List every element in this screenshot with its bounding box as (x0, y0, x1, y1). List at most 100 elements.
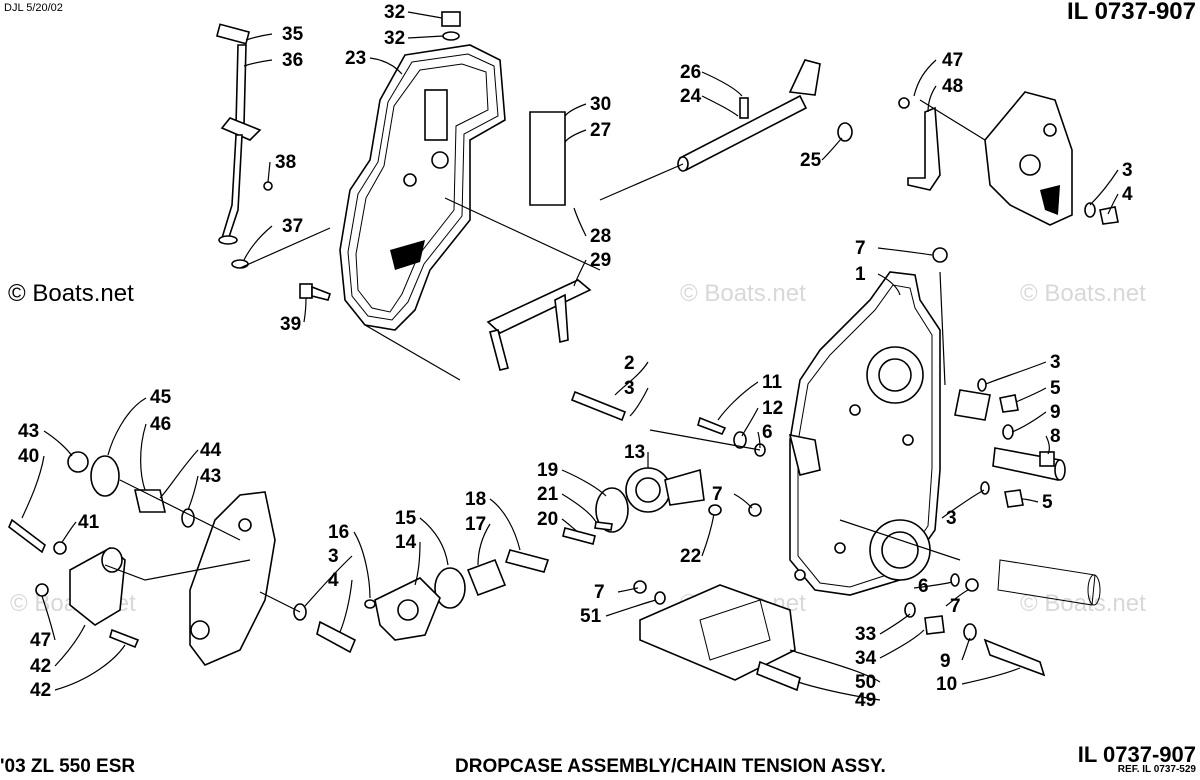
roller-45 (90, 455, 120, 497)
callout-33: 34 (855, 648, 877, 669)
tensioner-body-15 (374, 577, 441, 641)
bushing-46 (133, 489, 167, 513)
callout-35: 36 (282, 50, 303, 71)
tension-arm (954, 389, 991, 421)
callout-48: 48 (942, 76, 963, 97)
callout-42: 42 (30, 680, 51, 701)
callout-25: 25 (800, 150, 822, 171)
washer (1002, 424, 1014, 440)
callout-36: 37 (282, 216, 303, 237)
bolt-49 (756, 660, 801, 692)
dropcase-housing (788, 271, 941, 596)
diagram-title: DROPCASE ASSEMBLY/CHAIN TENSION ASSY. (455, 756, 886, 777)
callout-44: 44 (200, 440, 222, 461)
callout-34: 35 (282, 24, 304, 45)
footer-illustration-code: IL 0737-907 (1077, 742, 1196, 767)
callout-leaders (21, 11, 1119, 701)
callout-3: 3 (1122, 160, 1133, 181)
callout-27: 27 (590, 120, 611, 141)
callout-4: 4 (328, 570, 339, 591)
callout-45: 45 (150, 387, 172, 408)
reference-code: REF. IL 0737-529 (1117, 764, 1196, 775)
bolt-39 (8, 518, 46, 554)
tension-shaft (677, 59, 821, 172)
callout-15: 15 (395, 508, 417, 529)
callout-16: 16 (328, 522, 349, 543)
output-shaft (997, 559, 1101, 606)
callout-20: 20 (537, 509, 558, 530)
callout-32: 33 (855, 624, 876, 645)
callout-14: 14 (395, 532, 417, 553)
callout-7: 7 (855, 238, 866, 259)
callout-3: 3 (946, 508, 957, 529)
chain-tension-shoe (486, 279, 592, 371)
illustration-code: IL 0737-907 (1067, 0, 1196, 25)
nut-47 (35, 583, 49, 597)
callout-41: 42 (30, 656, 51, 677)
callout-3: 3 (1050, 352, 1061, 373)
spring-18 (504, 549, 550, 573)
callout-17: 17 (465, 514, 486, 535)
tension-plate (529, 111, 566, 206)
bolt-8 (1039, 451, 1055, 467)
pin-21 (594, 521, 613, 531)
watermark-faint: © Boats.net (1020, 280, 1146, 307)
bolt-5-lower (1004, 489, 1024, 508)
callout-43: 43 (18, 421, 39, 442)
cover-bolt (299, 283, 331, 301)
callout-9: 9 (1050, 402, 1061, 423)
piston-17 (466, 558, 507, 597)
callout-8: 8 (1050, 426, 1061, 447)
callout-7: 7 (594, 582, 605, 603)
callout-23: 23 (345, 48, 366, 69)
bearing-cover (984, 91, 1073, 226)
callout-21: 21 (537, 484, 559, 505)
dipstick (215, 23, 262, 245)
callout-10: 10 (936, 674, 957, 695)
washer (977, 378, 987, 392)
bolt-5 (999, 394, 1019, 413)
callout-30: 30 (590, 94, 611, 115)
callout-43: 43 (200, 466, 221, 487)
callout-47: 47 (30, 630, 51, 651)
washer (950, 573, 960, 587)
input-shaft (992, 447, 1066, 481)
dropcase-cover (339, 44, 506, 331)
gasket-19 (595, 487, 629, 533)
callout-47: 47 (942, 50, 963, 71)
callout-19: 19 (537, 460, 558, 481)
model-name: '03 ZL 550 ESR (0, 756, 136, 777)
stud-2 (570, 390, 627, 422)
callout-2: 2 (624, 353, 635, 374)
callout-18: 18 (465, 489, 486, 510)
callout-49: 49 (855, 690, 876, 711)
callout-29: 29 (590, 250, 611, 271)
callout-37: 38 (275, 152, 296, 173)
callout-labels: 35 36 38 37 32 32 23 39 26 24 30 27 25 2… (18, 2, 1133, 711)
callout-26: 26 (680, 62, 701, 83)
spring-20 (562, 527, 596, 545)
bolt-4 (316, 620, 357, 654)
callout-5: 5 (1050, 378, 1061, 399)
watermark-faint: © Boats.net (680, 280, 806, 307)
bolt-11 (697, 416, 727, 436)
date-stamp: DJL 5/20/02 (4, 2, 63, 14)
washer-51 (654, 591, 666, 605)
screw-16 (364, 599, 376, 609)
callout-39: 40 (18, 446, 39, 467)
o-ring (837, 122, 853, 142)
callout-31: 32 (384, 2, 405, 23)
callout-3: 3 (328, 546, 339, 567)
nut-7 (932, 247, 948, 263)
drain-plug (441, 11, 461, 41)
callout-32: 32 (384, 28, 405, 49)
washer-9 (963, 623, 977, 641)
callout-7: 7 (712, 484, 723, 505)
callout-1: 1 (855, 264, 866, 285)
callout-9: 9 (940, 651, 951, 672)
nut-7 (748, 503, 762, 517)
bearing-plate-50 (639, 584, 796, 681)
callout-3: 3 (624, 378, 635, 399)
callout-6: 6 (762, 422, 773, 443)
